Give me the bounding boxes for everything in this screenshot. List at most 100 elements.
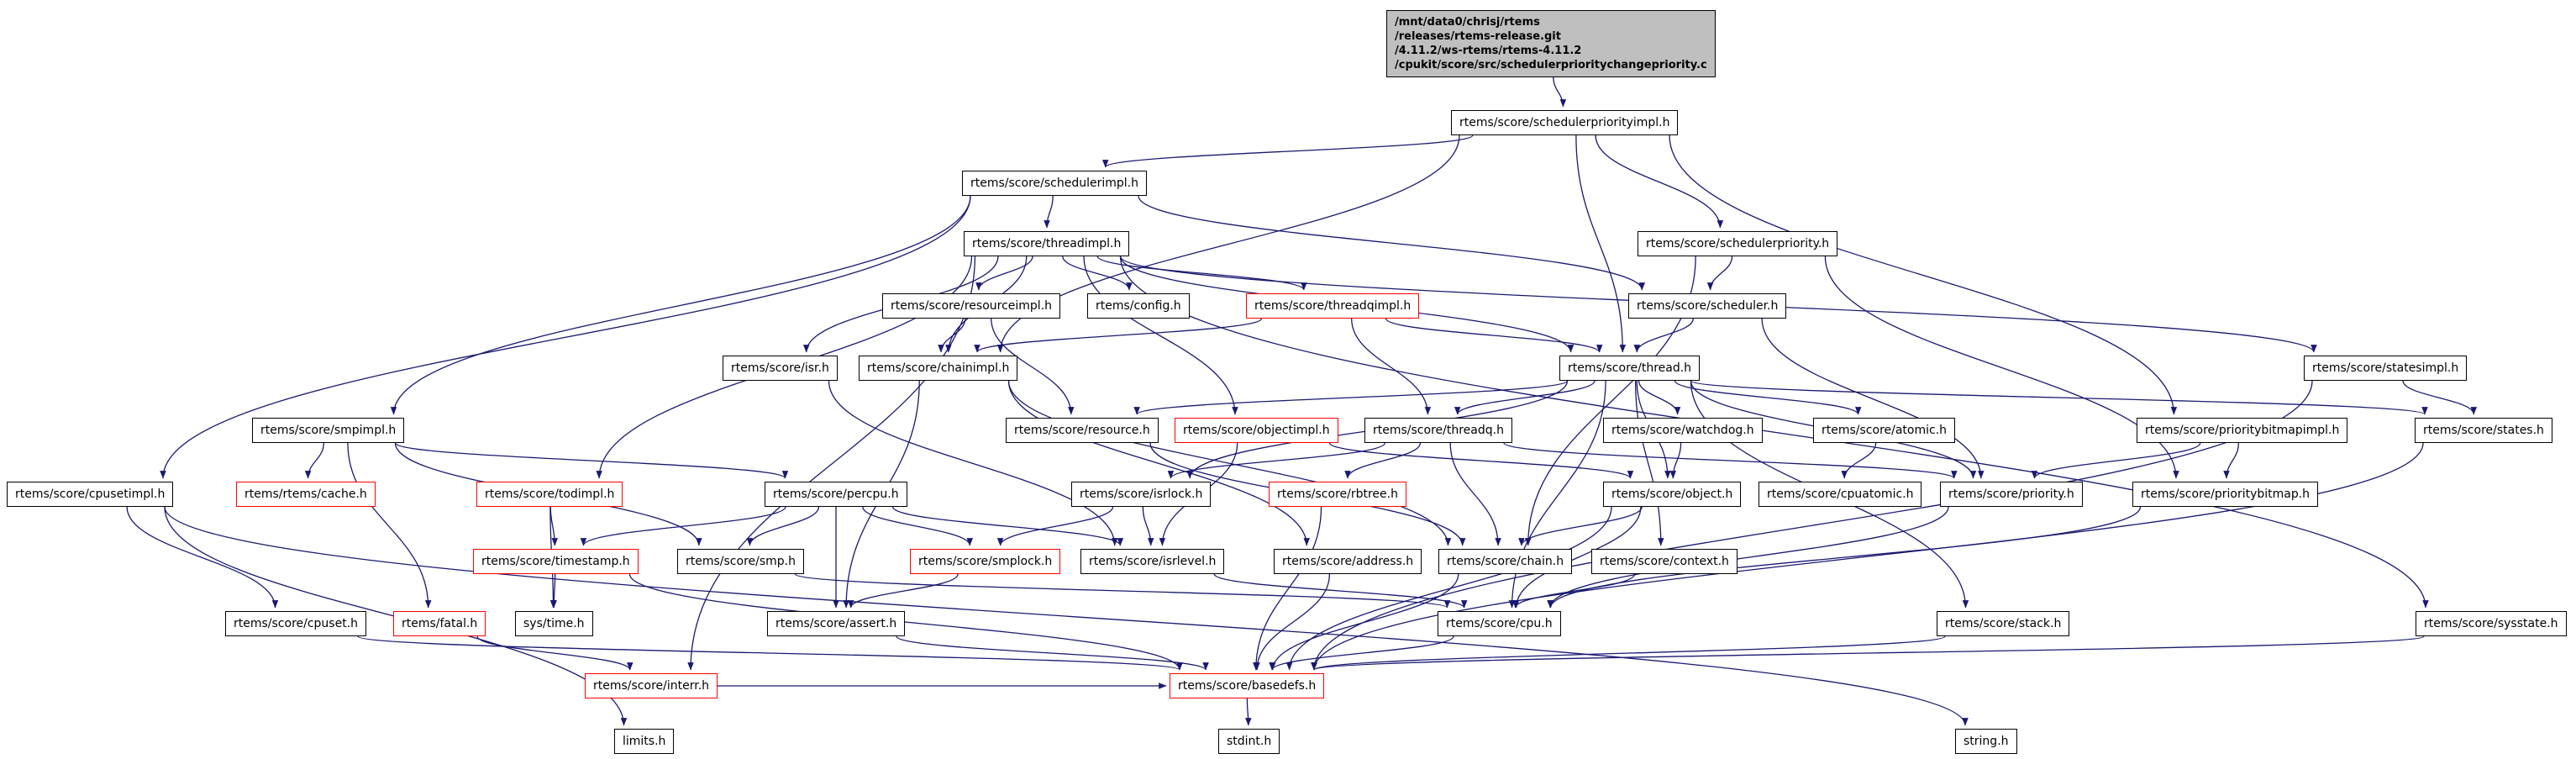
include-edge-cpu-to-basedefs	[1269, 635, 1454, 671]
include-edge-rbtree-to-basedefs	[1253, 506, 1322, 671]
include-edge-schedulerpriorityimpl-to-schedulerimpl	[1102, 134, 1474, 168]
node-todimpl[interactable]: rtems/score/todimpl.h	[476, 482, 623, 507]
node-states[interactable]: rtems/score/states.h	[2415, 418, 2552, 443]
include-edge-schedulerimpl-to-threadimpl	[1044, 195, 1054, 229]
node-isrlevel[interactable]: rtems/score/isrlevel.h	[1080, 549, 1225, 574]
node-cpu[interactable]: rtems/score/cpu.h	[1438, 611, 1561, 636]
node-basedefs[interactable]: rtems/score/basedefs.h	[1170, 673, 1325, 698]
include-edge-schedulerimpl-to-scheduler	[1138, 195, 1645, 291]
include-edge-assert-to-basedefs	[896, 635, 1209, 671]
node-chainimpl[interactable]: rtems/score/chainimpl.h	[859, 356, 1018, 381]
include-edge-watchdog-to-object	[1669, 442, 1682, 479]
include-edge-percpu-to-timestamp	[580, 506, 786, 546]
node-resource[interactable]: rtems/score/resource.h	[1006, 418, 1159, 443]
node-scheduler[interactable]: rtems/score/scheduler.h	[1628, 293, 1787, 319]
include-edge-thread-to-atomic	[1674, 380, 1862, 415]
include-edge-schedulerpriorityimpl-to-thread	[1575, 134, 1627, 353]
node-schedulerpriorityimpl[interactable]: rtems/score/schedulerpriorityimpl.h	[1451, 110, 1679, 135]
include-edge-address-to-basedefs	[1254, 573, 1331, 671]
node-statesimpl[interactable]: rtems/score/statesimpl.h	[2304, 356, 2468, 381]
include-edge-threadimpl-to-sysstate	[1119, 256, 2429, 609]
node-thread[interactable]: rtems/score/thread.h	[1559, 356, 1701, 381]
include-edge-isrlock-to-isrlevel	[1142, 506, 1154, 546]
include-edge-smpimpl-to-percpu	[394, 442, 789, 479]
include-edge-thread-to-context	[1634, 380, 1664, 546]
node-isrlock[interactable]: rtems/score/isrlock.h	[1071, 482, 1212, 507]
include-edge-object-to-chain	[1518, 506, 1643, 546]
node-limits: limits.h	[614, 729, 675, 754]
include-edge-chainimpl-to-chain	[1007, 380, 1452, 546]
node-prioritybitmap[interactable]: rtems/score/prioritybitmap.h	[2132, 482, 2319, 507]
node-threadqimpl[interactable]: rtems/score/threadqimpl.h	[1246, 293, 1420, 319]
include-edge-sysstate-to-basedefs	[1311, 635, 2425, 671]
include-edge-thread-to-states	[1690, 380, 2428, 415]
include-edge-schedulerimpl-to-cpusetimpl	[160, 195, 971, 479]
node-context[interactable]: rtems/score/context.h	[1591, 549, 1737, 574]
node-objectimpl[interactable]: rtems/score/objectimpl.h	[1175, 418, 1338, 443]
include-edge-threadimpl-to-resourceimpl	[975, 256, 1033, 291]
node-assert[interactable]: rtems/score/assert.h	[767, 611, 906, 636]
node-smp[interactable]: rtems/score/smp.h	[677, 549, 804, 574]
include-edge-cpuset-to-basedefs	[357, 635, 1183, 671]
node-atomic[interactable]: rtems/score/atomic.h	[1813, 418, 1956, 443]
include-edge-resourceimpl-to-chainimpl	[938, 318, 966, 353]
include-edge-threadqimpl-to-chainimpl	[974, 318, 1263, 353]
node-stack[interactable]: rtems/score/stack.h	[1937, 611, 2070, 636]
node-threadq[interactable]: rtems/score/threadq.h	[1364, 418, 1512, 443]
include-edge-thread-to-resource	[1133, 380, 1569, 415]
include-edge-schedulerpriorityimpl-to-prioritybitmapimpl	[1669, 134, 2178, 415]
node-string: string.h	[1955, 729, 2017, 754]
node-priority[interactable]: rtems/score/priority.h	[1940, 482, 2083, 507]
include-edge-schedulerpriority-to-scheduler	[1706, 256, 1733, 291]
include-edge-threadqimpl-to-threadq	[1351, 318, 1432, 415]
include-edge-smplock-to-assert	[848, 573, 959, 609]
include-edge-isr-to-isrlevel	[828, 380, 1118, 546]
node-prioritybitmapimpl[interactable]: rtems/score/prioritybitmapimpl.h	[2137, 418, 2348, 443]
node-address[interactable]: rtems/score/address.h	[1274, 549, 1422, 574]
node-cpuset[interactable]: rtems/score/cpuset.h	[225, 611, 367, 636]
include-edge-threadimpl-to-interr	[687, 256, 976, 671]
node-config[interactable]: rtems/config.h	[1087, 293, 1190, 319]
include-edge-threadimpl-to-objectimpl	[1083, 256, 1238, 415]
include-edge-priority-to-cpu	[1547, 506, 1949, 609]
include-edge-smp-to-cpu	[794, 573, 1450, 609]
include-edge-thread-to-watchdog	[1638, 380, 1681, 415]
node-cpuatomic[interactable]: rtems/score/cpuatomic.h	[1759, 482, 1922, 507]
include-edge-prioritybitmapimpl-to-prioritybitmap	[2223, 442, 2240, 479]
include-edge-smpimpl-to-fatal	[347, 442, 432, 609]
node-smplock[interactable]: rtems/score/smplock.h	[910, 549, 1061, 574]
include-edge-prioritybitmap-to-cpu	[1547, 506, 2142, 609]
include-edge-statesimpl-to-states	[2402, 380, 2478, 415]
node-percpu[interactable]: rtems/score/percpu.h	[765, 482, 907, 507]
node-stdint: stdint.h	[1218, 729, 1280, 754]
node-rbtree[interactable]: rtems/score/rbtree.h	[1269, 482, 1406, 507]
node-systime: sys/time.h	[515, 611, 593, 636]
node-chain[interactable]: rtems/score/chain.h	[1438, 549, 1573, 574]
node-threadimpl[interactable]: rtems/score/threadimpl.h	[964, 231, 1130, 256]
include-edge-scheduler-to-priority	[1761, 318, 1985, 479]
node-resourceimpl[interactable]: rtems/score/resourceimpl.h	[882, 293, 1061, 319]
node-cpusetimpl[interactable]: rtems/score/cpusetimpl.h	[7, 482, 174, 507]
node-interr[interactable]: rtems/score/interr.h	[585, 673, 718, 698]
include-edge-atomic-to-cpuatomic	[1841, 442, 1877, 479]
node-isr[interactable]: rtems/score/isr.h	[723, 356, 838, 381]
include-edge-stack-to-basedefs	[1311, 635, 1946, 671]
include-edge-resourceimpl-to-resource	[991, 318, 1075, 415]
node-schedulerpriority[interactable]: rtems/score/schedulerpriority.h	[1638, 231, 1838, 256]
include-edge-isrlock-to-smplock	[996, 506, 1114, 546]
node-watchdog[interactable]: rtems/score/watchdog.h	[1603, 418, 1763, 443]
node-schedulerimpl[interactable]: rtems/score/schedulerimpl.h	[962, 171, 1147, 196]
include-edge-chainimpl-to-address	[1007, 380, 1310, 546]
node-fatal[interactable]: rtems/fatal.h	[393, 611, 486, 636]
include-edge-threadimpl-to-threadqimpl	[1096, 256, 1307, 291]
node-sysstate[interactable]: rtems/score/sysstate.h	[2416, 611, 2567, 636]
node-object[interactable]: rtems/score/object.h	[1603, 482, 1742, 507]
include-edge-states-to-basedefs	[1311, 442, 2424, 671]
node-smpimpl[interactable]: rtems/score/smpimpl.h	[252, 418, 405, 443]
include-edge-cpusetimpl-to-cpuset	[126, 506, 279, 609]
include-edge-scheduler-to-thread	[1633, 318, 1694, 353]
node-cache[interactable]: rtems/rtems/cache.h	[236, 482, 376, 507]
node-timestamp[interactable]: rtems/score/timestamp.h	[473, 549, 639, 574]
